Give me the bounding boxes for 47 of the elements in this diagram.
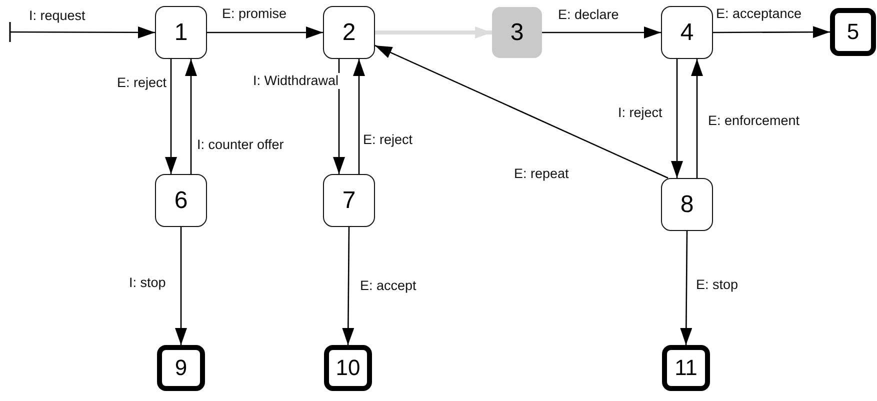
arrow [375,26,492,38]
edge-label: E: acceptance [715,6,803,22]
state-box [323,174,375,227]
state-box [492,7,542,58]
state-number: 7 [342,188,356,212]
final-state-box [830,8,876,56]
edge-label: I: Widthdrawal [252,73,340,89]
arrow [342,227,354,345]
arrow [165,59,177,174]
state-box [661,6,713,59]
state-number: 6 [174,188,188,212]
state-box [155,174,207,227]
state-number: 10 [336,357,360,379]
final-state-box [324,345,372,391]
arrow [353,59,365,174]
arrow [207,26,323,38]
final-state-box [662,345,710,391]
arrow [713,26,830,38]
state-number: 8 [680,192,694,216]
arrow [671,59,683,178]
arrow [680,231,692,345]
state-box [323,6,375,59]
edge-label: I: stop [128,275,167,291]
state-number: 4 [680,20,694,44]
state-box [155,6,207,59]
arrow [542,26,661,38]
arrow [175,227,187,345]
arrow [9,22,155,42]
edge-label: I: request [28,8,86,24]
state-number: 3 [510,20,524,44]
state-number: 9 [174,357,188,379]
state-number: 1 [174,20,188,44]
edge-label: E: reject [116,75,168,91]
edge-label: E: repeat [513,166,570,182]
arrow [374,44,668,179]
arrow [691,59,703,178]
edge-label: I: reject [617,105,664,121]
edge-label: E: reject [362,132,414,148]
state-number: 5 [846,21,860,43]
state-number: 11 [674,357,698,379]
state-box [661,178,713,231]
final-state-box [157,345,205,391]
edge-label: E: stop [695,277,740,293]
edge-label: E: promise [221,6,288,22]
arrow [185,59,197,174]
edge-label: E: accept [359,278,418,294]
state-number: 2 [342,20,356,44]
